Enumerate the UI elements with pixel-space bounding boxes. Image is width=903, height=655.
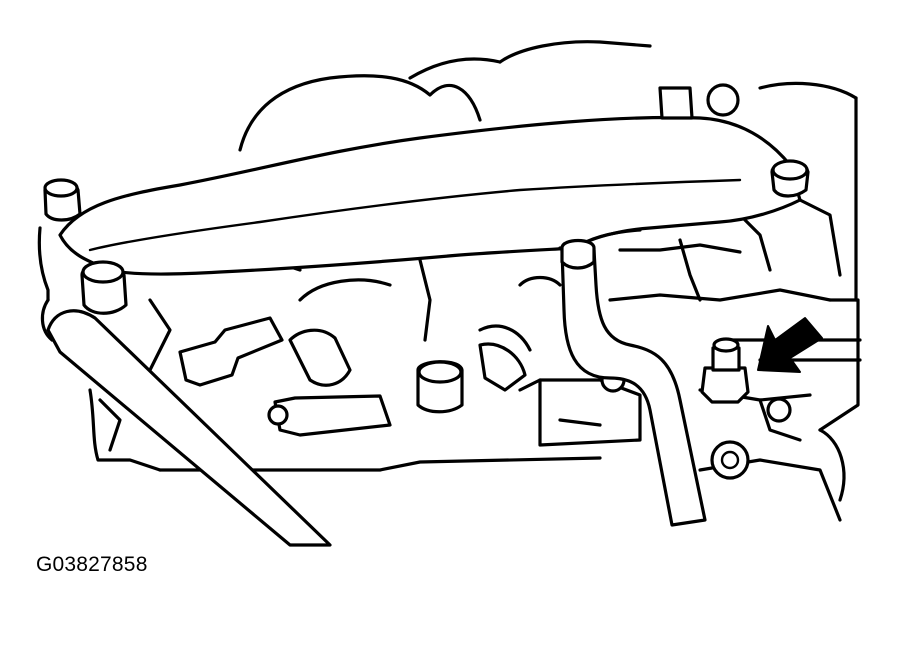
bolt-heads (43, 83, 810, 480)
lower-pipe (46, 309, 332, 547)
figure-code: G03827858 (36, 553, 148, 576)
sensor (700, 337, 750, 404)
intake-pipe (58, 115, 802, 276)
electrical-connectors (178, 316, 527, 437)
pointer-arrow (757, 317, 823, 373)
hose (560, 238, 707, 527)
